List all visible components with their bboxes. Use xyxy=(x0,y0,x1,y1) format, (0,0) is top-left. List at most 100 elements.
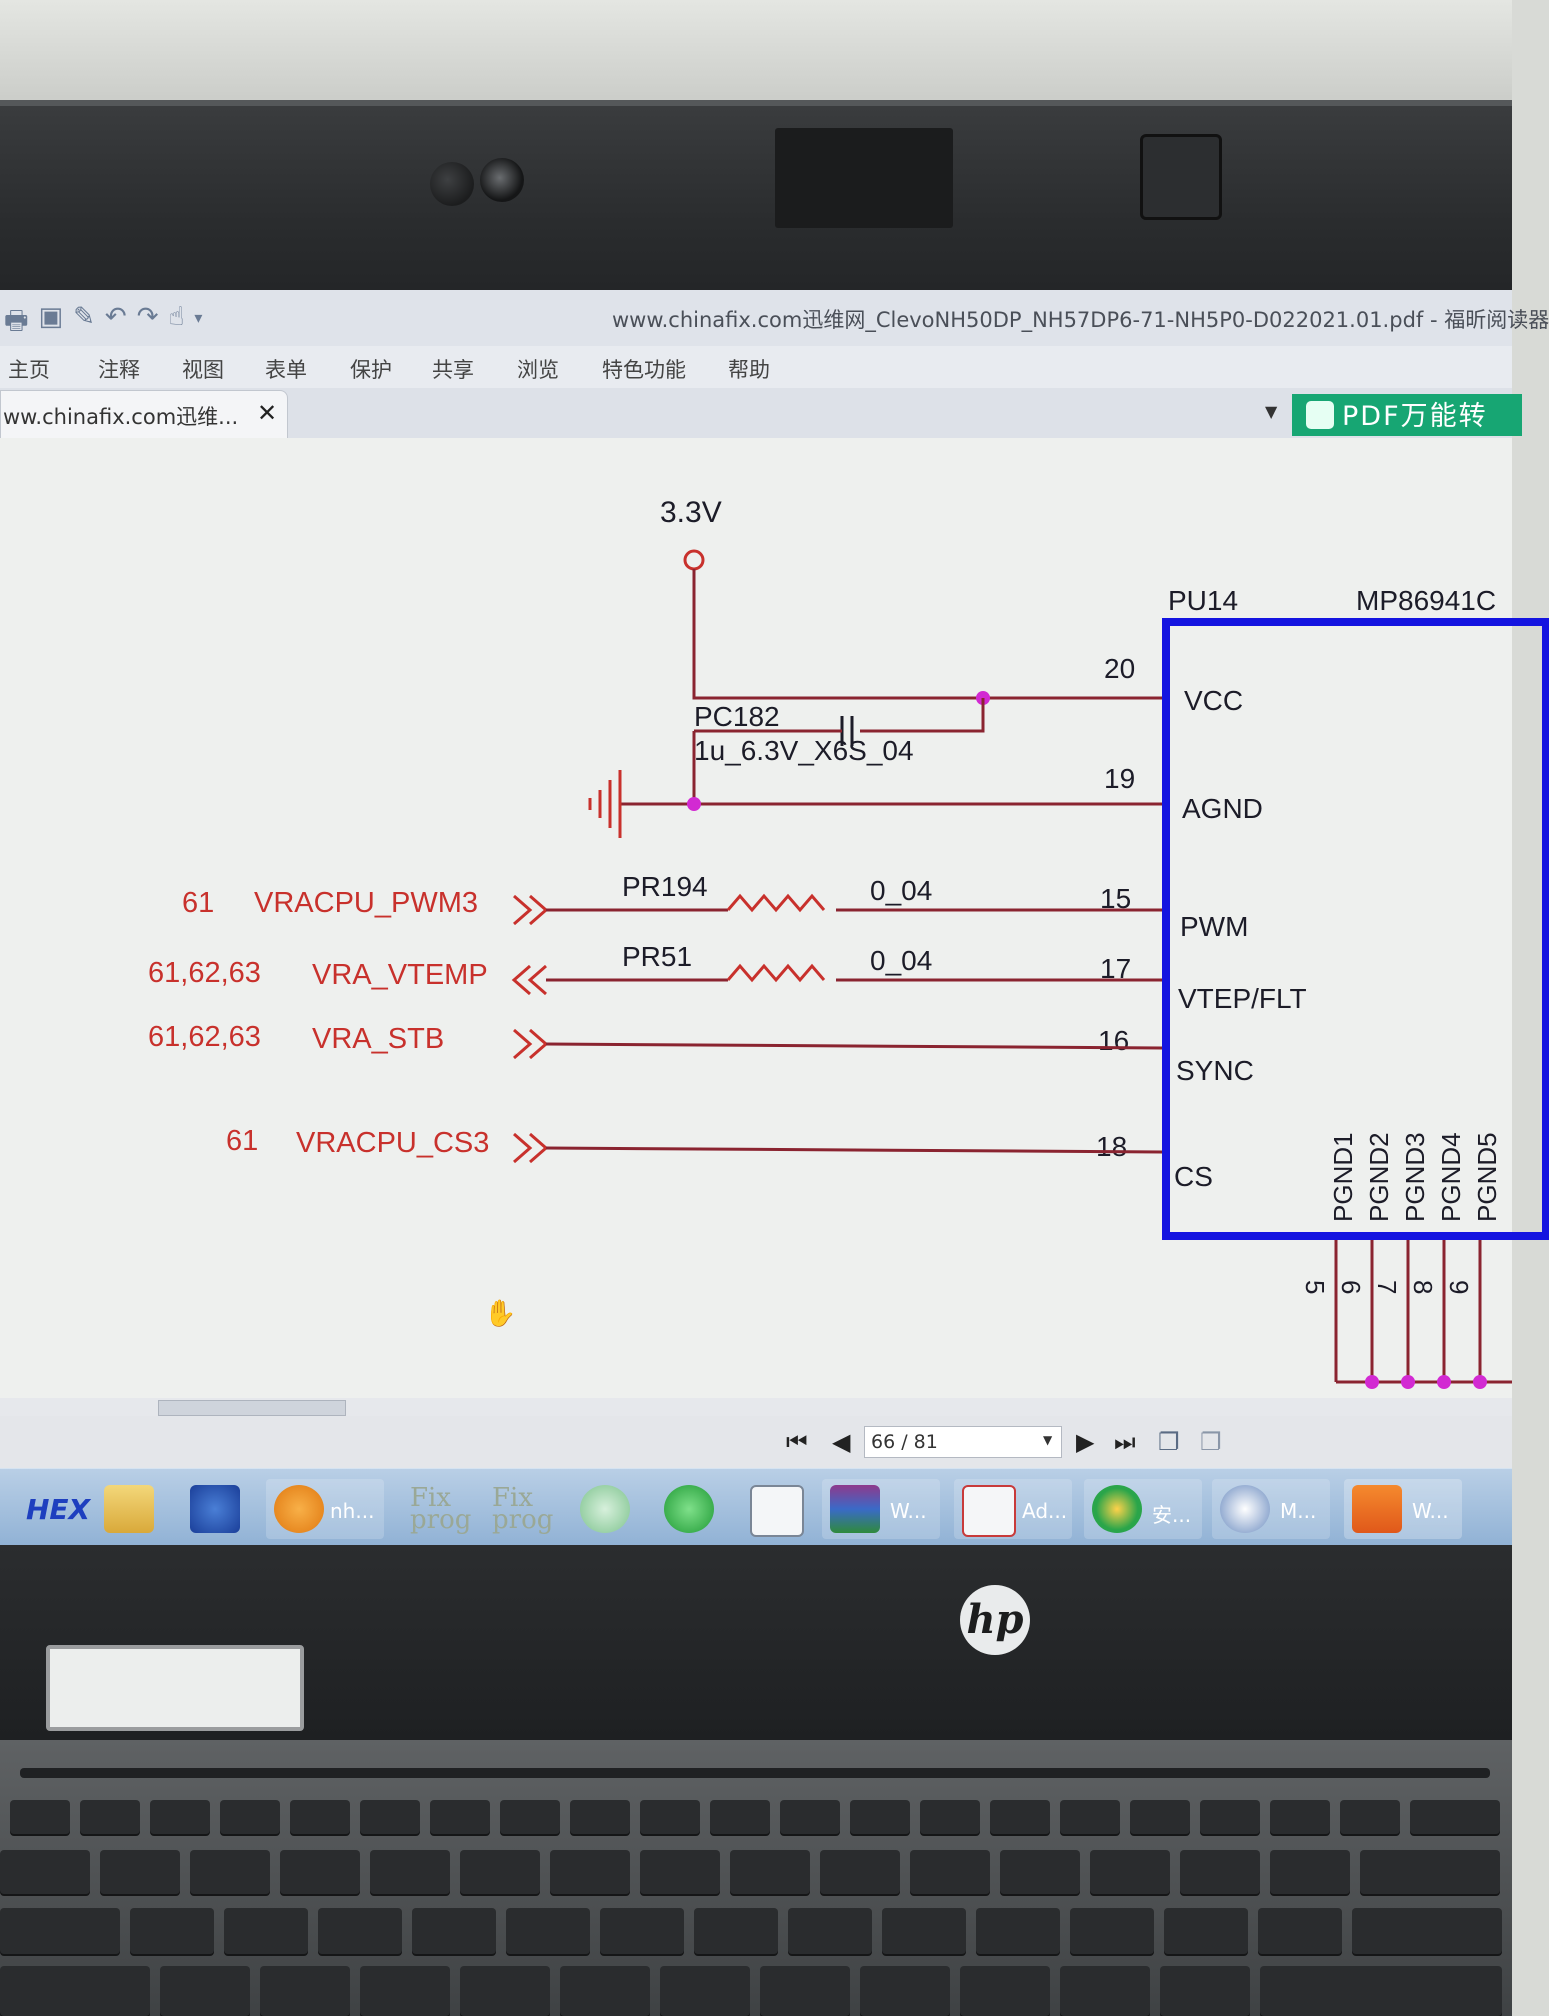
resistor-icon xyxy=(726,893,826,913)
pgnd-name: PGND1 xyxy=(1328,1132,1358,1222)
taskbar-item-heart[interactable] xyxy=(572,1479,644,1539)
vcc-wire xyxy=(692,569,1162,700)
power-label: 3.3V xyxy=(660,496,722,529)
menu-help[interactable]: 帮助 xyxy=(728,358,770,382)
pgnd-name: PGND3 xyxy=(1400,1132,1430,1222)
pin-number: 19 xyxy=(1104,763,1135,794)
signal-pages: 61 xyxy=(182,887,214,919)
signal-pages: 61 xyxy=(226,1125,258,1157)
heart-app-icon xyxy=(580,1485,630,1533)
menu-form[interactable]: 表单 xyxy=(265,358,307,382)
signal-pages: 61,62,63 xyxy=(148,1021,261,1053)
first-page-icon[interactable]: ⏮ xyxy=(786,1428,808,1456)
ic-ref: PU14 xyxy=(1168,585,1238,616)
chevron-down-icon[interactable]: ▼ xyxy=(1265,402,1278,421)
menu-share[interactable]: 共享 xyxy=(432,358,474,382)
ic-part: MP86941C xyxy=(1356,585,1496,616)
connector-out-icon xyxy=(513,1028,549,1060)
menu-protect[interactable]: 保护 xyxy=(350,358,392,382)
taskbar-item-hex[interactable]: HEX xyxy=(8,1479,90,1539)
junction-agnd xyxy=(687,797,701,811)
cap-wire-right xyxy=(860,698,985,733)
page-number-input[interactable]: 66 / 81 ▼ xyxy=(864,1426,1062,1458)
taskbar-item-browser[interactable] xyxy=(656,1479,728,1539)
hp-logo: hp xyxy=(960,1585,1030,1655)
pin-number: 18 xyxy=(1096,1131,1127,1162)
pgnd-number: 9 xyxy=(1444,1280,1474,1294)
security-icon xyxy=(1092,1485,1142,1533)
calculator-icon xyxy=(750,1485,804,1537)
tab-bar: ww.chinafix.com迅维... ✕ ▼ PDF万能转 xyxy=(0,388,1522,439)
taskbar-label: Ad... xyxy=(1022,1499,1068,1523)
next-page-icon[interactable]: ▶ xyxy=(1076,1428,1095,1456)
redo-icon[interactable]: ↷ xyxy=(136,302,159,332)
media-icon xyxy=(190,1485,240,1533)
taskbar-item-folder[interactable] xyxy=(96,1479,168,1539)
taskbar-item-fixprog-1[interactable]: Fix prog xyxy=(404,1479,476,1539)
connector-in-icon xyxy=(511,964,547,996)
menu-comment[interactable]: 注释 xyxy=(98,358,140,382)
continuous-view-icon[interactable]: ❐ xyxy=(1158,1428,1180,1456)
signal-stb: 61,62,63 VRA_STB xyxy=(148,1021,1163,1060)
taskbar-label: 安... xyxy=(1152,1503,1192,1527)
document-tab-label: ww.chinafix.com迅维... xyxy=(3,405,239,429)
pin-name: AGND xyxy=(1182,793,1263,824)
save-icon[interactable]: ▣ xyxy=(38,302,64,332)
menu-features[interactable]: 特色功能 xyxy=(602,358,686,382)
resistor-value: 0_04 xyxy=(870,875,932,906)
pdf-converter-button[interactable]: PDF万能转 xyxy=(1292,394,1522,436)
cap-ref: PC182 xyxy=(694,701,780,732)
facing-view-icon[interactable]: ❐ xyxy=(1200,1428,1222,1456)
signal-cs3: 61 VRACPU_CS3 xyxy=(226,1125,1163,1164)
document-canvas[interactable]: 3.3V PC182 1u_6.3V_X6S_04 xyxy=(0,438,1549,1400)
taskbar-item-security[interactable]: 安... xyxy=(1084,1479,1202,1539)
menu-bar: 主页 注释 视图 表单 保护 共享 浏览 特色功能 帮助 xyxy=(0,346,1512,388)
taskbar-item-media[interactable] xyxy=(182,1479,254,1539)
taskbar-item-acrobat[interactable]: Ad... xyxy=(954,1479,1072,1539)
horizontal-scrollbar[interactable] xyxy=(0,1398,1512,1416)
previous-page-icon[interactable]: ◀ xyxy=(832,1428,851,1456)
taskbar-label: W... xyxy=(890,1499,927,1523)
undo-icon[interactable]: ↶ xyxy=(104,302,127,332)
menu-home[interactable]: 主页 xyxy=(8,358,50,382)
print-icon[interactable]: 🖶 xyxy=(4,306,29,336)
connector-out-icon xyxy=(513,1132,549,1164)
taskbar-item-foxit[interactable]: W... xyxy=(1344,1479,1462,1539)
pin-name: CS xyxy=(1174,1161,1213,1192)
menu-view[interactable]: 视图 xyxy=(182,358,224,382)
pgnd-junctions xyxy=(1365,1375,1487,1389)
resistor-icon xyxy=(726,963,826,983)
pin-number: 16 xyxy=(1098,1025,1129,1056)
page-indicator: 66 / 81 xyxy=(871,1431,938,1453)
scrollbar-thumb[interactable] xyxy=(158,1400,346,1416)
close-icon[interactable]: ✕ xyxy=(257,399,278,427)
keyboard xyxy=(0,1740,1512,2016)
taskbar-label: M... xyxy=(1280,1499,1317,1523)
open-icon[interactable]: ✎ xyxy=(73,302,95,332)
fixprog-icon: Fix prog xyxy=(492,1483,554,1535)
taskbar-item-search[interactable]: nh... xyxy=(266,1479,384,1539)
converter-icon xyxy=(1306,401,1334,429)
schematic-drawing: 3.3V PC182 1u_6.3V_X6S_04 xyxy=(148,496,1549,1389)
taskbar-item-fixprog-2[interactable]: Fix prog xyxy=(486,1479,558,1539)
signal-pages: 61,62,63 xyxy=(148,957,261,989)
folder-icon xyxy=(104,1485,154,1533)
pin-name: VTEP/FLT xyxy=(1178,983,1307,1014)
pin-name: PWM xyxy=(1180,911,1248,942)
customize-dropdown-icon[interactable]: ▾ xyxy=(194,308,203,327)
taskbar-item-magnifier[interactable]: M... xyxy=(1212,1479,1330,1539)
taskbar-item-calculator[interactable] xyxy=(742,1479,814,1539)
menu-browse[interactable]: 浏览 xyxy=(517,358,559,382)
chevron-down-icon[interactable]: ▼ xyxy=(1043,1433,1053,1447)
signal-pwm3: 61 VRACPU_PWM3 PR194 0_04 xyxy=(182,871,1162,926)
taskbar-item-winrar[interactable]: W... xyxy=(822,1479,940,1539)
last-page-icon[interactable]: ⏭ xyxy=(1114,1428,1136,1456)
pgnd-name: PGND4 xyxy=(1436,1132,1466,1222)
page-navigation-bar: ⏮ ◀ 66 / 81 ▼ ▶ ⏭ ❐ ❐ xyxy=(0,1416,1512,1468)
hand-tool-icon[interactable]: ☝ xyxy=(168,302,185,332)
ic-pin-pwm: 15 PWM xyxy=(1100,883,1248,942)
ground-icon xyxy=(588,770,622,838)
cap-value: 1u_6.3V_X6S_04 xyxy=(694,735,914,766)
document-tab[interactable]: ww.chinafix.com迅维... ✕ xyxy=(0,390,288,439)
ic-pin-vtep: 17 VTEP/FLT xyxy=(1100,953,1307,1014)
